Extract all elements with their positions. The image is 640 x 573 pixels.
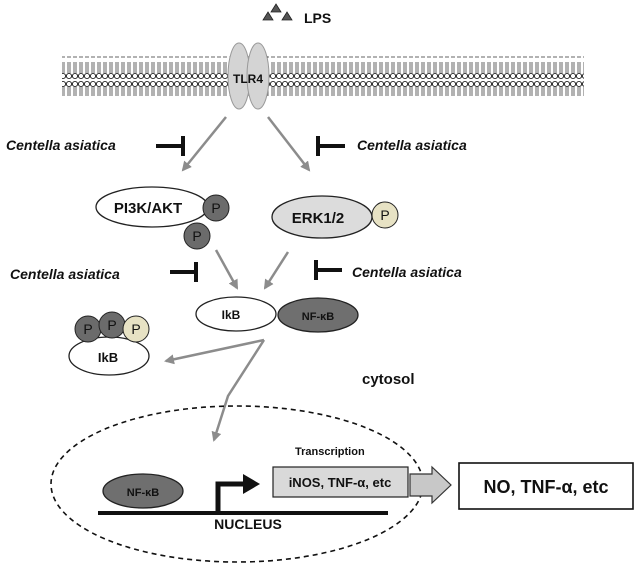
- phospho-label: P: [107, 317, 116, 333]
- erk-node: ERK1/2 P: [271, 195, 399, 239]
- ikb-ellipse: [195, 296, 277, 332]
- inhibition-bar: [170, 262, 198, 282]
- inhibitor-label-mid-left: Centella asiatica: [10, 266, 120, 282]
- product-label: NO, TNF-α, etc: [483, 477, 608, 497]
- translocation-arrow: [211, 339, 266, 442]
- release-arrow: [164, 338, 265, 365]
- tlr4-receptor: TLR4: [227, 42, 270, 110]
- phospho-group: P: [122, 315, 150, 343]
- tlr4-label: TLR4: [233, 72, 263, 86]
- inhibitor-label-top-left: Centella asiatica: [6, 137, 116, 153]
- output-block-arrow: [409, 465, 452, 505]
- activation-arrow: [214, 249, 239, 290]
- pi3k-akt-label: PI3K/AKT: [114, 200, 182, 217]
- ikb-label: IkB: [98, 350, 118, 365]
- phospho-group: P: [74, 315, 102, 343]
- phospho-label: P: [83, 321, 92, 337]
- product-box: [458, 462, 634, 510]
- erk-label: ERK1/2: [292, 210, 345, 227]
- phospho-group: P: [98, 311, 126, 339]
- gene-box: [272, 466, 409, 498]
- phospho-group: P: [202, 194, 230, 222]
- nfkb-nuclear: NF-κB: [102, 473, 184, 509]
- inhibitor-label-mid-right: Centella asiatica: [352, 264, 462, 280]
- gene-label: iNOS, TNF-α, etc: [289, 475, 392, 490]
- phospho-label: P: [380, 207, 389, 223]
- activation-arrow: [267, 116, 311, 172]
- lps-label: LPS: [304, 10, 331, 26]
- nfkb-ellipse: [102, 473, 184, 509]
- lps-triangle-icon: [270, 3, 282, 13]
- ikb-nfkb-complex: IkB NF-κB: [195, 296, 359, 333]
- phospho-label: P: [131, 321, 140, 337]
- lps-triangle-icon: [262, 11, 274, 21]
- ikb-label: IkB: [222, 308, 241, 322]
- nucleus-label: NUCLEUS: [214, 516, 282, 532]
- phospho-ikb-node: IkB P P P: [68, 311, 150, 376]
- pi3k-akt-node: PI3K/AKT P P: [95, 186, 230, 250]
- nfkb-label: NF-κB: [302, 311, 334, 323]
- phospho-label: P: [192, 228, 201, 244]
- tlr4-lobe: [246, 42, 270, 110]
- phospho-group: P: [183, 222, 211, 250]
- transcription-label: Transcription: [295, 446, 365, 458]
- activation-arrow: [263, 251, 290, 290]
- transcription-start-arrow-icon: [215, 474, 260, 513]
- nfkb-ellipse: [277, 297, 359, 333]
- inhibitor-label-top-right: Centella asiatica: [357, 137, 467, 153]
- inhibition-bar: [316, 136, 345, 156]
- phospho-group: P: [371, 201, 399, 229]
- inhibition-bar: [314, 260, 342, 280]
- cell-membrane: [62, 56, 584, 96]
- lps-ligand: LPS: [262, 3, 331, 26]
- lps-triangle-icon: [281, 11, 293, 21]
- inhibition-bar: [156, 136, 185, 156]
- nfkb-label: NF-κB: [127, 487, 159, 499]
- activation-arrow: [181, 116, 227, 172]
- phospho-label: P: [211, 200, 220, 216]
- cytosol-label: cytosol: [362, 371, 415, 388]
